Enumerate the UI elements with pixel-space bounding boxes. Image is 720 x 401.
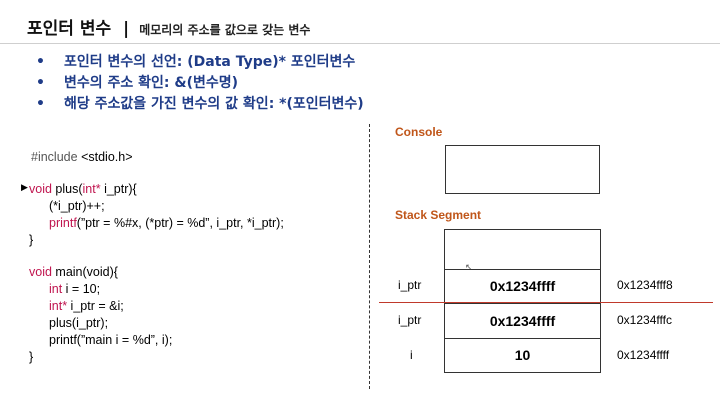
code-line: } <box>29 350 34 364</box>
stack-cell-value: 0x1234ffff <box>444 303 601 339</box>
code-line: } <box>29 233 34 247</box>
title-main: 포인터 변수 <box>27 19 112 39</box>
code-token: (”ptr = %#x, (*ptr) = %d”, i_ptr, *i_ptr… <box>76 216 284 230</box>
code-token: plus( <box>51 182 83 196</box>
code-keyword: void <box>29 265 52 279</box>
bullet-item: • 포인터 변수의 선언: (Data Type)* 포인터변수 <box>36 52 364 73</box>
mouse-cursor-icon: ↖ <box>465 263 473 273</box>
title-separator: | <box>123 19 130 39</box>
code-line: int* i_ptr = &i; <box>49 299 124 313</box>
console-label: Console <box>395 125 443 139</box>
code-token: #include <box>31 150 78 164</box>
stack-address: 0x1234ffff <box>617 348 670 362</box>
code-line: int i = 10; <box>49 282 100 296</box>
stack-segment-label: Stack Segment <box>395 208 482 222</box>
code-line: plus(i_ptr); <box>49 316 109 330</box>
code-token: <stdio.h> <box>81 150 133 164</box>
code-line: #include <stdio.h> <box>31 150 133 164</box>
bullet-marker: • <box>36 75 45 91</box>
code-token: main(void){ <box>51 265 118 279</box>
code-line: printf(”ptr = %#x, (*ptr) = %d”, i_ptr, … <box>49 216 284 230</box>
console-box <box>445 145 600 194</box>
code-line: void plus(int* i_ptr){ <box>29 182 137 196</box>
slide-title: 포인터 변수 | 메모리의 주소를 값으로 갖는 변수 <box>27 14 310 39</box>
stack-frame-divider <box>379 302 713 303</box>
stack-cell-value: 10 <box>444 338 601 373</box>
code-keyword: void <box>29 182 52 196</box>
code-line: (*i_ptr)++; <box>49 199 105 213</box>
code-line: void main(void){ <box>29 265 118 279</box>
stack-cell-value: 0x1234ffff <box>444 269 601 304</box>
bullet-list: • 포인터 변수의 선언: (Data Type)* 포인터변수 • 변수의 주소 … <box>36 52 364 115</box>
bullet-item: • 해당 주소값을 가진 변수의 값 확인: *(포인터변수) <box>36 94 364 115</box>
current-line-arrow-icon: ▶ <box>21 183 28 193</box>
code-token: i_ptr = &i; <box>67 299 124 313</box>
code-keyword: int* <box>49 299 68 313</box>
bullet-text: 해당 주소값을 가진 변수의 값 확인: *(포인터변수) <box>64 96 364 112</box>
stack-var-name: i_ptr <box>398 313 422 327</box>
code-keyword: printf <box>49 216 77 230</box>
stack-address: 0x1234fff8 <box>617 278 673 292</box>
code-keyword: int <box>49 282 63 296</box>
bullet-marker: • <box>36 54 45 70</box>
stack-address: 0x1234fffc <box>617 313 672 327</box>
title-divider <box>0 43 720 44</box>
bullet-text: 포인터 변수의 선언: (Data Type)* 포인터변수 <box>64 54 356 70</box>
code-token: i_ptr){ <box>100 182 137 196</box>
stack-var-name: i_ptr <box>398 278 422 292</box>
title-subtitle: 메모리의 주소를 값으로 갖는 변수 <box>139 23 311 37</box>
code-keyword: int* <box>82 182 101 196</box>
bullet-item: • 변수의 주소 확인: &(변수명) <box>36 73 364 94</box>
code-line: printf(”main i = %d”, i); <box>49 333 173 347</box>
bullet-marker: • <box>36 96 45 112</box>
vertical-dashed-divider <box>369 124 370 389</box>
stack-empty-cell <box>444 229 601 270</box>
bullet-text: 변수의 주소 확인: &(변수명) <box>64 75 239 91</box>
stack-var-name: i <box>410 348 413 362</box>
code-token: i = 10; <box>62 282 101 296</box>
